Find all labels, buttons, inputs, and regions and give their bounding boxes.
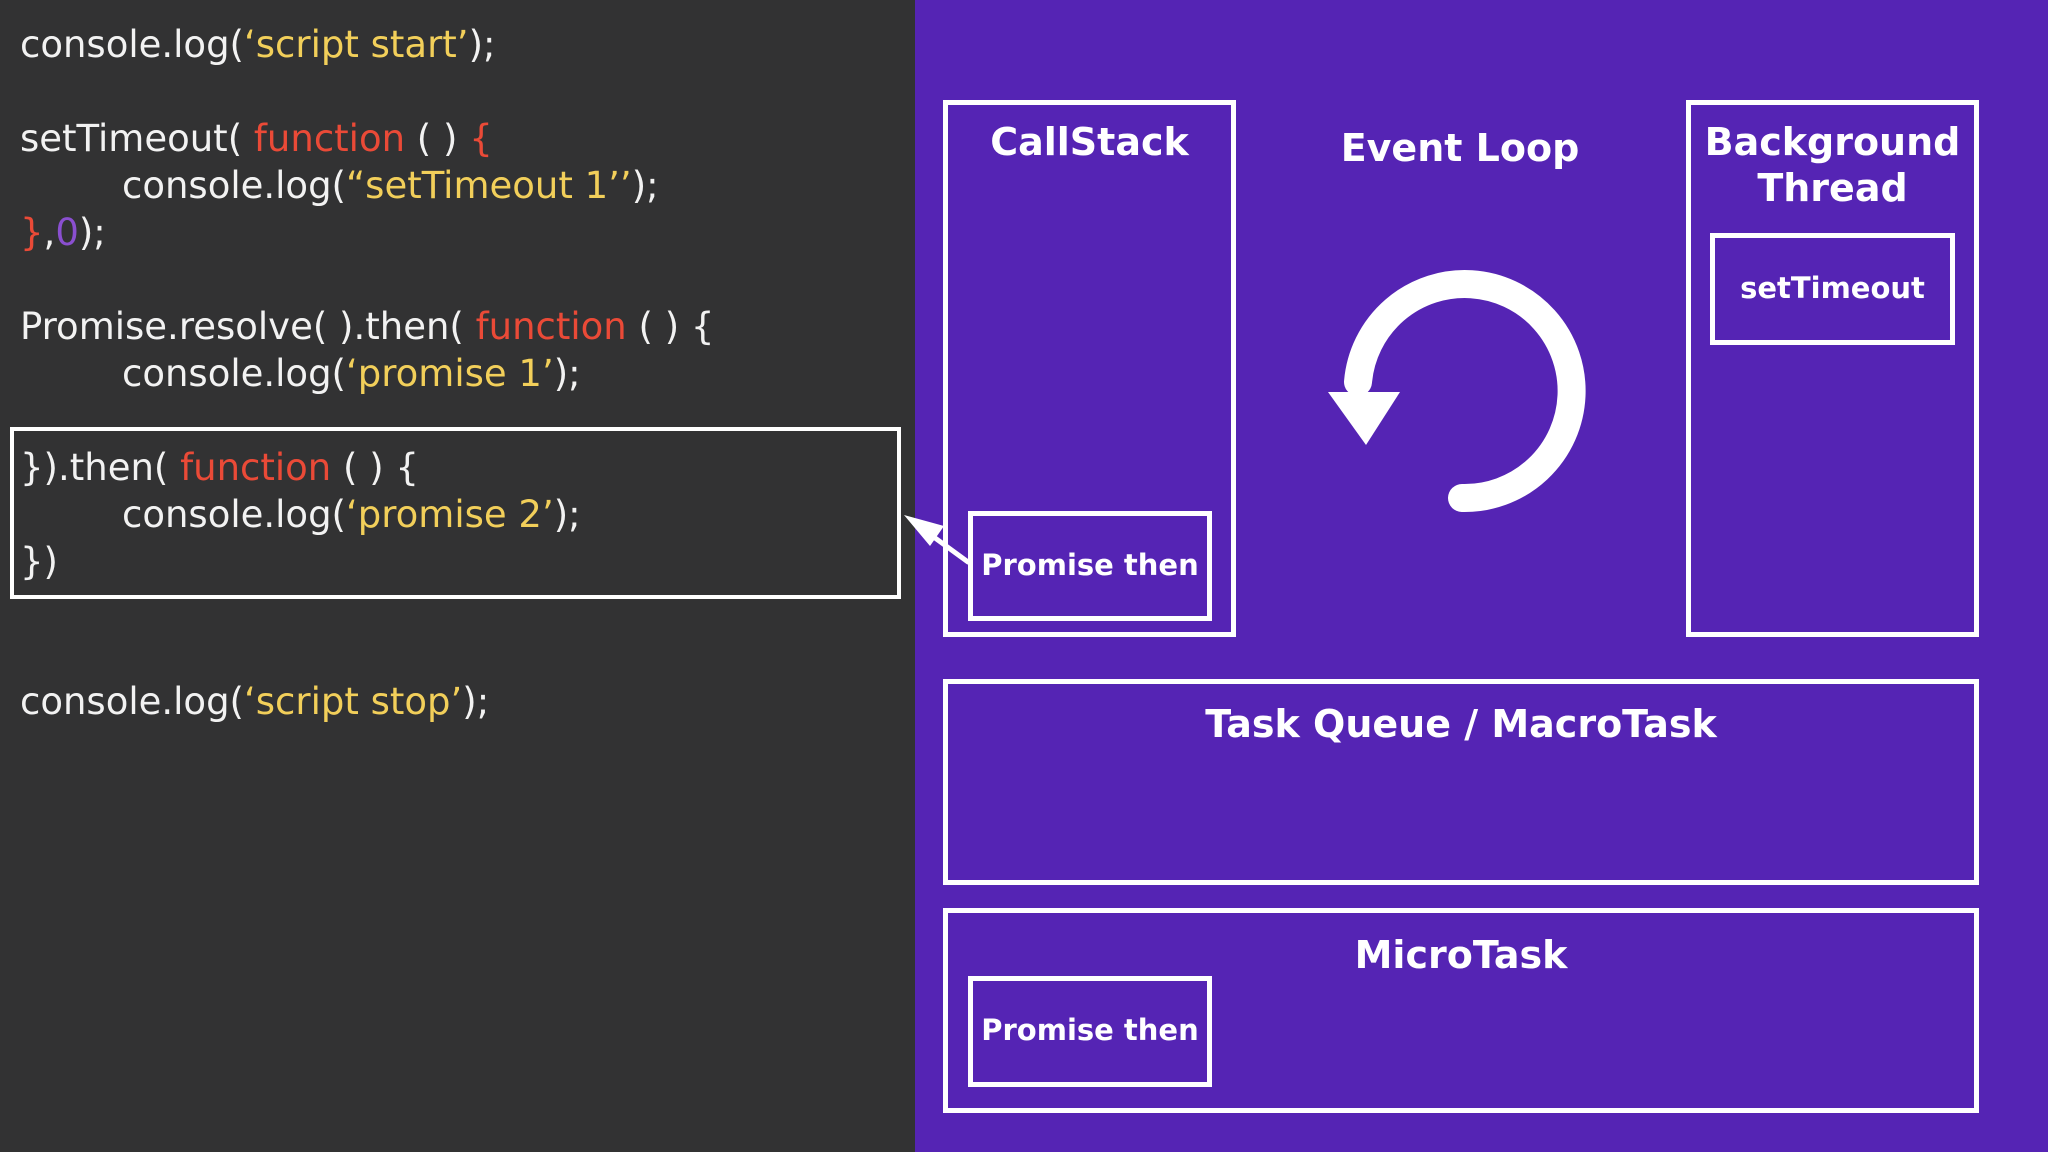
arrow-icon <box>904 515 971 565</box>
code-line-settimeout: setTimeout( function ( ) { <box>20 117 493 160</box>
callstack-promise-then-label: Promise then <box>981 548 1199 582</box>
task-queue-box <box>943 679 1979 885</box>
code-line-promise-2-log: console.log(‘promise 2’); <box>122 493 581 536</box>
code-panel: console.log(‘script start’); setTimeout(… <box>0 0 915 1152</box>
microtask-title: MicroTask <box>1354 933 1568 977</box>
microtask-box <box>943 908 1979 1113</box>
microtask-promise-then-label: Promise then <box>981 1013 1199 1047</box>
code-line-promise-1-log: console.log(‘promise 1’); <box>122 352 581 395</box>
code-line-settimeout-log: console.log(“setTimeout 1’’); <box>122 164 659 207</box>
background-settimeout-label: setTimeout <box>1740 271 1925 305</box>
background-settimeout-box <box>1710 233 1955 345</box>
callstack-title: CallStack <box>990 120 1189 164</box>
code-line-settimeout-close: },0); <box>20 211 106 254</box>
event-loop-title: Event Loop <box>1340 126 1580 170</box>
event-loop-diagram <box>915 0 2048 1152</box>
code-line-then: }).then( function ( ) { <box>20 446 419 489</box>
code-line-promise-resolve: Promise.resolve( ).then( function ( ) { <box>20 305 715 348</box>
code-line-script-stop: console.log(‘script stop’); <box>20 680 490 723</box>
task-queue-title: Task Queue / MacroTask <box>1205 702 1717 746</box>
callstack-promise-then-box <box>968 511 1212 621</box>
circular-arrow-icon <box>1328 270 1586 513</box>
code-line-script-start: console.log(‘script start’); <box>20 23 496 66</box>
code-line-then-close: }) <box>20 540 58 583</box>
callstack-box <box>943 100 1236 637</box>
current-code-highlight <box>10 427 901 599</box>
microtask-promise-then-box <box>968 976 1212 1087</box>
background-thread-box <box>1686 100 1979 637</box>
